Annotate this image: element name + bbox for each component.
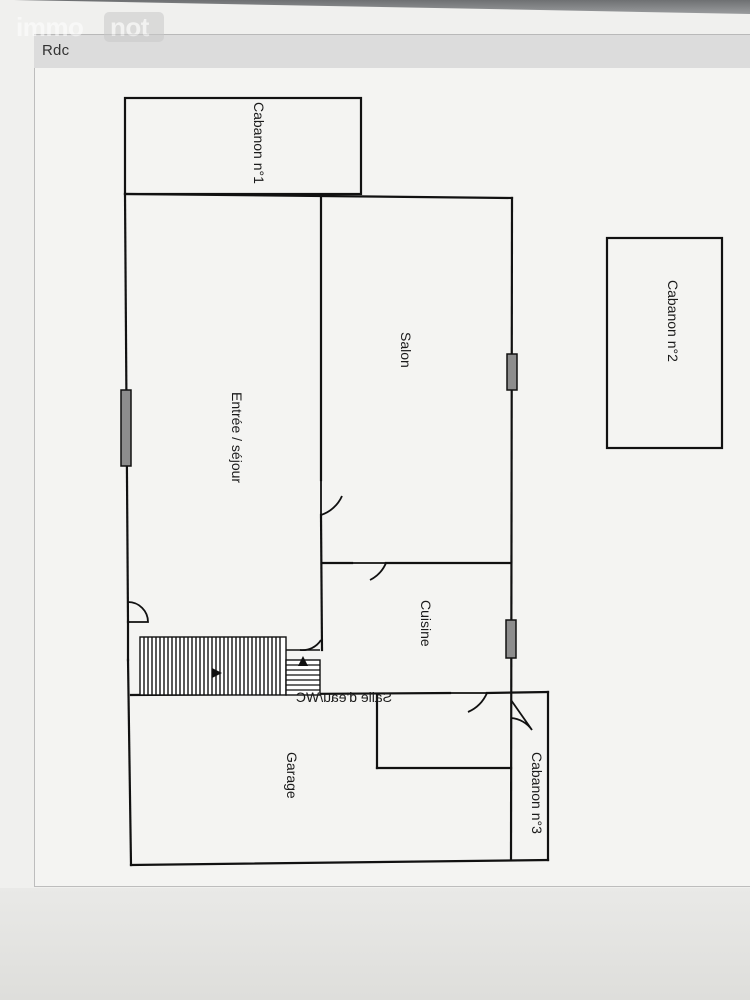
wall-top-entree	[123, 192, 323, 198]
window-cuisine	[505, 619, 517, 659]
label-entree-sejour: Entrée / séjour	[229, 392, 245, 483]
level-title: Rdc	[42, 42, 70, 59]
stair-arrow-icon	[212, 668, 222, 678]
window-entree	[120, 389, 132, 467]
label-salle-eau-wc: Salle d'eau/WC	[296, 689, 392, 705]
label-garage: Garage	[284, 752, 300, 799]
wall-garage-top-b	[485, 690, 550, 695]
label-cabanon-1: Cabanon n°1	[251, 102, 267, 184]
watermark-text-2: not	[110, 12, 149, 42]
label-cuisine: Cuisine	[418, 600, 434, 647]
door-salon-icon	[320, 480, 343, 517]
cabanon-2-outline	[605, 236, 724, 450]
plan-frame	[34, 68, 750, 887]
paper-shadow	[0, 888, 750, 1000]
wall-left-lower	[126, 658, 133, 867]
door-entrance-icon	[127, 601, 149, 623]
watermark-logo: immo not	[10, 10, 164, 44]
staircase	[139, 636, 321, 696]
label-cabanon-3: Cabanon n°3	[529, 752, 545, 834]
window-salon	[506, 353, 518, 391]
watermark-box	[104, 12, 164, 42]
door-stairs-icon	[299, 639, 322, 652]
door-cuisine-icon	[352, 562, 388, 581]
label-cabanon-2: Cabanon n°2	[665, 280, 681, 362]
label-salon: Salon	[398, 332, 414, 368]
cabanon-1-outline	[123, 96, 363, 196]
door-cabanon3-icon	[510, 699, 533, 731]
wall-top-salon	[319, 194, 514, 200]
wall-entree-salon-lower	[319, 513, 324, 652]
watermark-text-1: immo	[16, 12, 84, 42]
wall-bottom	[129, 858, 550, 867]
stair-arrow-up-icon	[298, 656, 308, 666]
door-salle-icon	[450, 692, 489, 713]
wall-right	[509, 196, 514, 862]
